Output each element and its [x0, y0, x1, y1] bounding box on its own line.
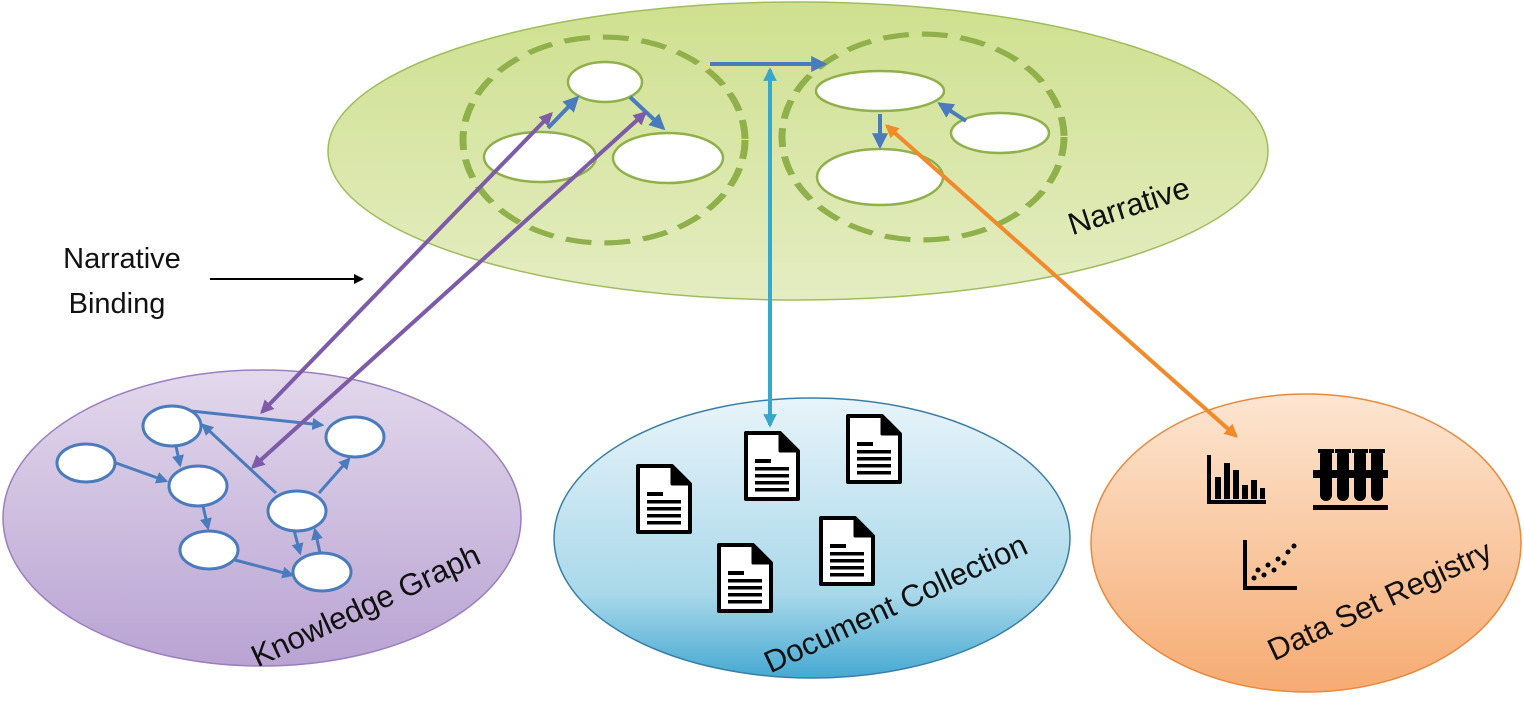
kg-edge — [201, 423, 278, 495]
document-icon — [636, 464, 692, 534]
bar-chart-icon — [1207, 455, 1266, 504]
binding-arrow-orange — [884, 124, 1239, 438]
kg-node — [55, 442, 117, 484]
document-icon — [819, 516, 875, 586]
narrative-region: Narrative — [327, 1, 1269, 301]
binding-arrow-purple — [250, 111, 648, 469]
scatter-plot-icon — [1243, 540, 1297, 590]
kg-node — [178, 529, 240, 571]
narrative-edge — [937, 102, 968, 123]
narrative-binding-callout: Narrative Binding — [63, 243, 364, 320]
knowledge-graph-region: Knowledge Graph — [2, 369, 522, 674]
narrative-node — [611, 131, 725, 185]
knowledge-graph-ellipse — [2, 369, 522, 667]
kg-node — [324, 415, 386, 459]
kg-edge — [200, 505, 212, 531]
narrative-binding-label-line2: Binding — [69, 288, 166, 320]
document-icon — [846, 414, 902, 484]
kg-edge — [172, 445, 184, 468]
narrative-node — [814, 69, 946, 113]
kg-edge — [234, 558, 295, 579]
kg-node — [266, 489, 328, 533]
document-collection-region: Document Collection — [553, 397, 1071, 680]
narrative-ellipse — [327, 1, 1269, 301]
kg-node — [291, 551, 353, 593]
data-set-registry-region: Data Set Registry — [1090, 393, 1522, 693]
document-icon — [717, 543, 773, 613]
kg-edge — [115, 461, 169, 484]
kg-edge — [291, 529, 304, 556]
narrative-node — [566, 60, 644, 104]
data-set-registry-ellipse — [1090, 393, 1522, 693]
document-icon — [744, 431, 800, 501]
kg-edge — [311, 527, 323, 554]
document-collection-ellipse — [553, 397, 1071, 679]
narrative-binding-label-line1: Narrative — [63, 243, 181, 275]
kg-node — [141, 404, 203, 448]
kg-node — [167, 464, 229, 508]
test-tubes-icon — [1313, 449, 1388, 510]
